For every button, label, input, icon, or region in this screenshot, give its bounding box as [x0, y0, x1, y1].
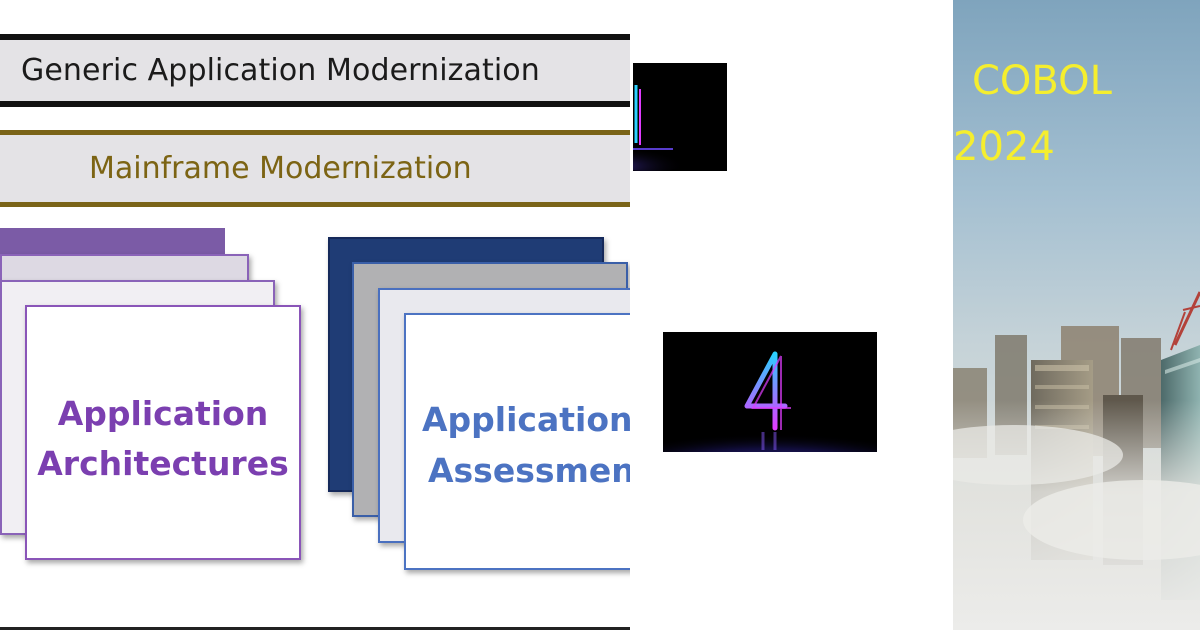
photo-title-line2: 2024 — [953, 124, 1055, 170]
diagram-bottom-rule — [0, 627, 630, 630]
neon-thumbnail-main: 4 — [663, 332, 877, 452]
modernization-diagram: Generic Application Modernization Mainfr… — [0, 34, 630, 630]
neon-thumbnail-top — [633, 63, 727, 171]
assessment-card-line1: Application — [422, 400, 630, 439]
assessment-card-line2: Assessment — [428, 451, 630, 490]
generic-band-label: Generic Application Modernization — [21, 53, 540, 88]
architectures-card-line1: Application — [57, 394, 269, 433]
mainframe-band-label: Mainframe Modernization — [89, 151, 472, 186]
assessment-card-front: Application Assessment — [404, 313, 630, 570]
photo-title-line1: COBOL — [972, 58, 1112, 104]
neon-digit-four-icon — [663, 332, 877, 452]
generic-application-modernization-band: Generic Application Modernization — [0, 34, 630, 107]
city-skyline-illustration — [953, 291, 1200, 630]
architectures-card-front: Application Architectures — [25, 305, 301, 560]
fog-city-photo: COBOL 2024 — [953, 0, 1200, 630]
neon-digit-icon — [633, 63, 727, 171]
photo-title: COBOL 2024 — [953, 48, 1112, 180]
architectures-card-line2: Architectures — [37, 444, 289, 483]
mainframe-modernization-band: Mainframe Modernization — [0, 130, 630, 207]
